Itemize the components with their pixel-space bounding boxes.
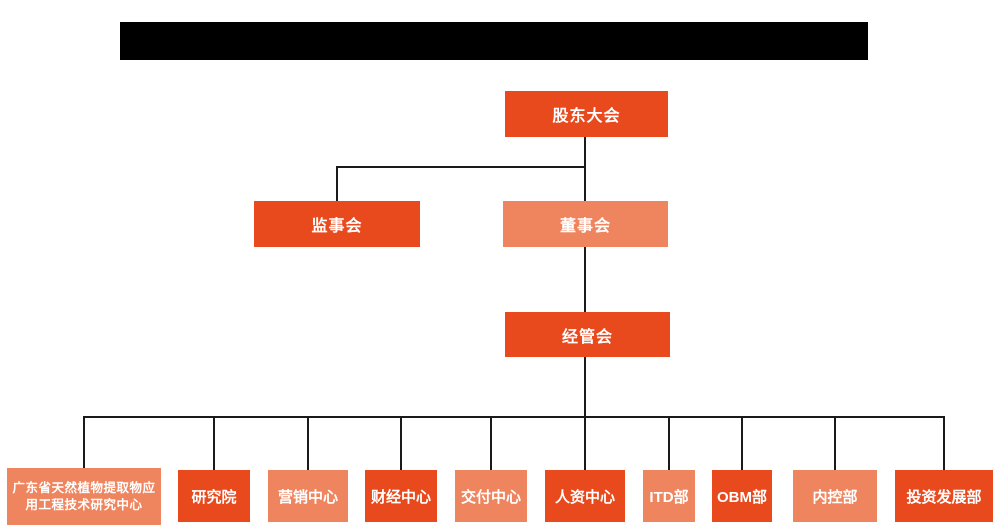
org-node-board-of-directors: 董事会 — [503, 201, 668, 247]
org-node-label: 营销中心 — [277, 488, 338, 506]
connector-drop-6 — [584, 416, 586, 470]
connector-drop-8 — [741, 416, 743, 470]
org-node-label: 交付中心 — [460, 488, 521, 506]
org-node-itd-department: ITD部 — [643, 470, 695, 522]
org-node-delivery-center: 交付中心 — [455, 470, 527, 522]
connector-drop-7 — [668, 416, 670, 470]
org-node-label: ITD部 — [649, 488, 689, 506]
connector-drop-2 — [213, 416, 215, 470]
org-node-label: 内控部 — [812, 488, 858, 506]
org-node-label: 董事会 — [559, 218, 611, 235]
org-node-supervisory-board: 监事会 — [254, 201, 420, 247]
org-node-label: 财经中心 — [370, 488, 431, 506]
org-node-label: 监事会 — [311, 218, 363, 235]
connector-drop-3 — [307, 416, 309, 470]
org-node-label: 人资中心 — [554, 488, 615, 506]
connector-drop-9 — [834, 416, 836, 470]
org-node-obm-department: OBM部 — [712, 470, 772, 522]
org-node-label: 股东大会 — [552, 108, 621, 125]
connector-bus-horizontal — [83, 416, 945, 418]
org-node-label: OBM部 — [717, 488, 767, 506]
connector-branch-horizontal — [336, 166, 586, 168]
connector-board-to-management — [584, 247, 586, 312]
org-node-label-line1: 广东省天然植物提取物应 — [12, 480, 156, 495]
org-node-finance-center: 财经中心 — [365, 470, 437, 522]
connector-to-supervisory — [336, 166, 338, 201]
org-node-label-line2: 用工程技术研究中心 — [25, 497, 143, 512]
org-node-management-committee: 经管会 — [505, 312, 670, 357]
connector-drop-5 — [490, 416, 492, 470]
org-node-research-institute: 研究院 — [178, 470, 250, 522]
org-node-research-center: 广东省天然植物提取物应 用工程技术研究中心 — [7, 468, 161, 525]
org-node-investment-development-department: 投资发展部 — [895, 470, 993, 522]
connector-drop-10 — [943, 416, 945, 470]
connector-drop-1 — [83, 416, 85, 470]
connector-shareholders-to-board — [584, 137, 586, 201]
org-node-marketing-center: 营销中心 — [268, 470, 348, 522]
org-node-label: 投资发展部 — [906, 488, 982, 506]
redacted-title-bar — [120, 22, 868, 60]
org-node-internal-control-department: 内控部 — [793, 470, 877, 522]
org-node-label: 经管会 — [561, 328, 613, 346]
connector-drop-4 — [400, 416, 402, 470]
org-node-hr-center: 人资中心 — [545, 470, 625, 522]
org-node-label: 研究院 — [191, 488, 237, 506]
connector-management-to-bus — [584, 357, 586, 417]
org-node-shareholders-meeting: 股东大会 — [505, 91, 668, 137]
